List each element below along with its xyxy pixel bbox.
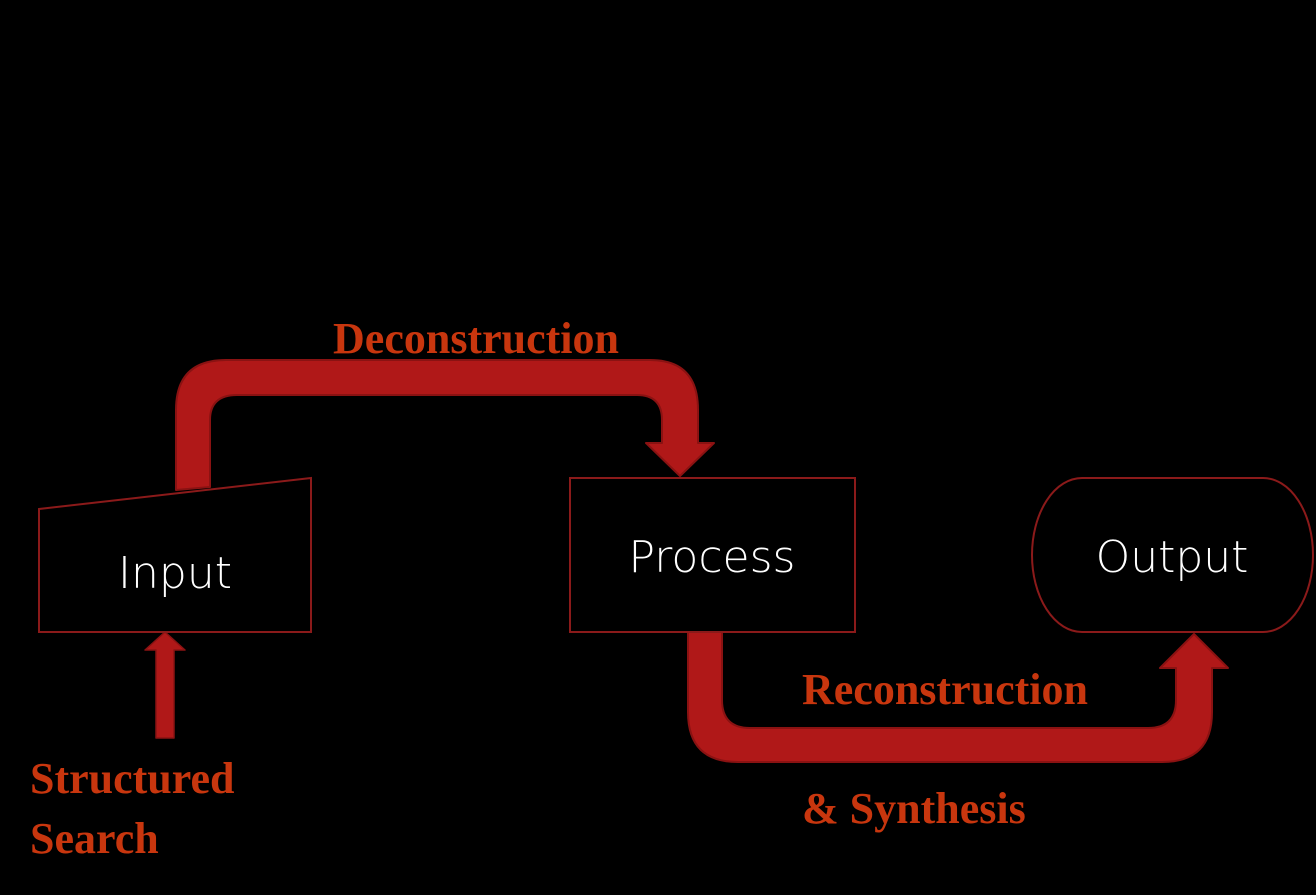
reconstruction-label: Reconstruction (802, 665, 1088, 714)
deconstruction-arrow (175, 359, 715, 491)
synthesis-label: & Synthesis (802, 784, 1026, 833)
output-label: Output (1096, 532, 1249, 583)
reconstruction-arrow (687, 631, 1229, 763)
process-label: Process (629, 532, 796, 583)
process-shape (569, 477, 856, 633)
structured-label: Structured (30, 754, 235, 803)
node-process[interactable]: Process (569, 477, 856, 633)
input-label: Input (118, 548, 232, 599)
node-output[interactable]: Output (1031, 477, 1314, 633)
search-label: Search (30, 814, 159, 863)
structured-search-arrow (144, 631, 186, 739)
node-input[interactable]: Input (38, 476, 312, 633)
input-shape (38, 476, 312, 633)
output-shape (1031, 477, 1314, 633)
deconstruction-label: Deconstruction (333, 314, 619, 363)
